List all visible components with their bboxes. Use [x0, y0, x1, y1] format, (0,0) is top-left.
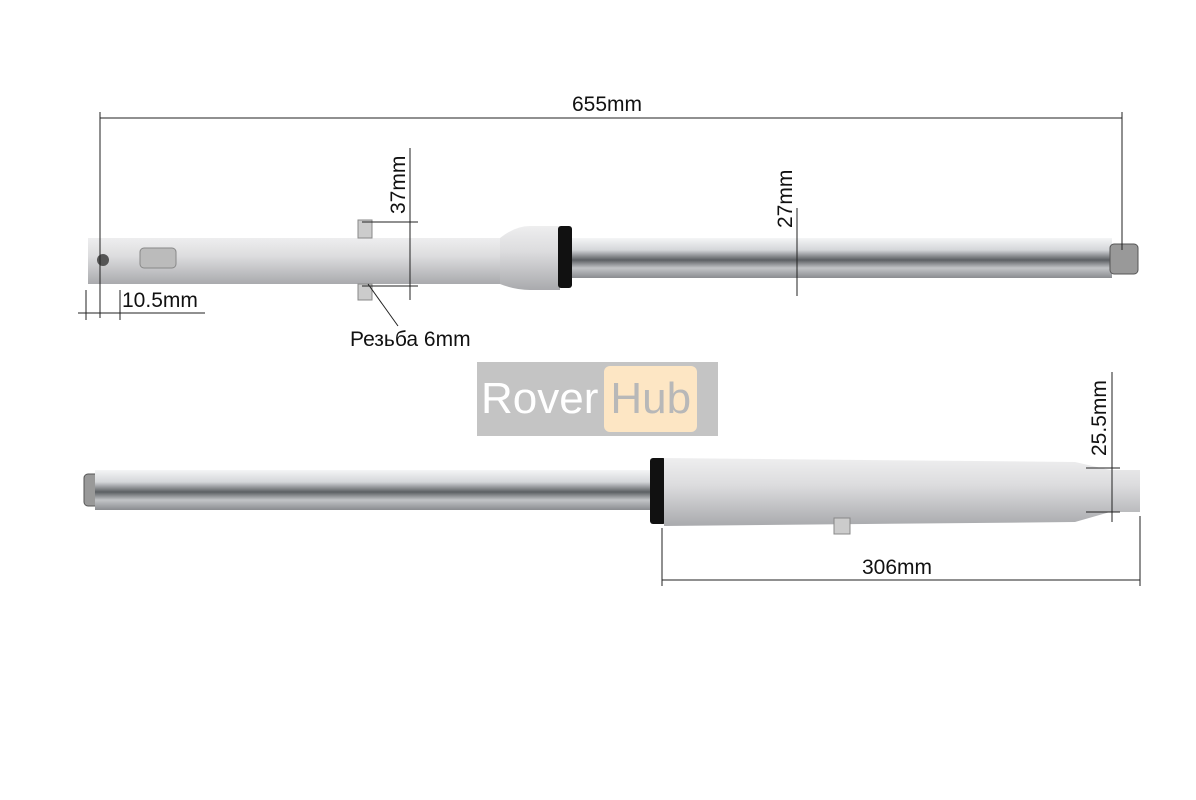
dimension-lines: [78, 112, 1141, 586]
thread-label: Резьба 6mm: [350, 328, 471, 351]
seal: [558, 226, 572, 288]
total-length-label: 655mm: [572, 93, 642, 116]
slot-width-label: 10.5mm: [122, 289, 198, 312]
slot: [139, 247, 177, 269]
watermark-hub: Hub: [604, 366, 698, 432]
tube-diameter-label: 27mm: [774, 170, 797, 228]
stanchion-tube: [95, 470, 651, 510]
body-length-label: 306mm: [862, 556, 932, 579]
bolt: [833, 517, 851, 535]
bolt: [357, 283, 373, 301]
roverhub-watermark: Rover Hub: [477, 362, 718, 436]
lower-leg: [664, 458, 1140, 526]
watermark-rover: Rover: [481, 374, 599, 423]
body-diameter-label: 37mm: [387, 156, 410, 214]
stanchion-tube: [572, 238, 1112, 278]
bolt: [357, 219, 373, 239]
seal: [650, 458, 666, 524]
top-fork: [88, 219, 1139, 301]
bottom-fork: [83, 458, 1140, 535]
end-nut: [1109, 243, 1139, 275]
end-diameter-label: 25.5mm: [1088, 380, 1111, 456]
axle-hole: [97, 254, 109, 266]
